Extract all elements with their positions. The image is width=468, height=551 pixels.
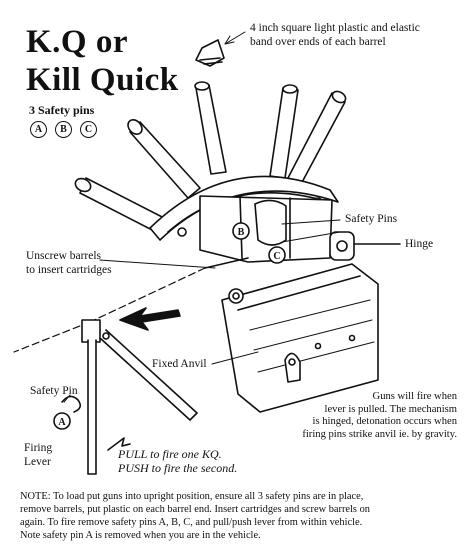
pin-a-marker — [53, 412, 71, 430]
pin-c-letter: C — [273, 251, 280, 262]
pin-c-marker — [268, 246, 286, 264]
guns-note-line-3: is hinged, detonation occurs when — [312, 416, 457, 428]
pin-b-marker — [232, 222, 250, 240]
barrel-2 — [127, 119, 201, 199]
safety-pins-list: A B C — [30, 121, 97, 138]
safety-pin-a-drawing — [61, 395, 82, 413]
pin-a-circle: A — [30, 121, 47, 138]
guns-note-line-4: firing pins strike anvil ie. by gravity. — [302, 428, 457, 440]
firing-lever — [81, 319, 198, 475]
connecting-rod — [13, 257, 249, 353]
note-line-3: again. To fire remove safety pins A, B, … — [20, 517, 363, 528]
barrel-1 — [74, 177, 169, 235]
anvil-box — [221, 263, 379, 413]
title-line-1: K.Q or — [26, 24, 128, 60]
barrel-4 — [269, 84, 299, 179]
note-line-1: NOTE: To load put guns into upright posi… — [20, 491, 364, 502]
firing-lever-label-line-1: Firing — [24, 442, 53, 454]
guns-note: Guns will fire when lever is pulled. The… — [287, 391, 457, 441]
loading-note: NOTE: To load put guns into upright posi… — [20, 490, 452, 542]
note-line-2: remove barrels, put plastic on each barr… — [20, 504, 370, 515]
hinge-label: Hinge — [405, 238, 434, 250]
unscrew-label-line-2: to insert cartridges — [26, 264, 112, 276]
pointer-lines — [63, 31, 401, 403]
plastic-note-line-2: band over ends of each barrel — [250, 36, 386, 48]
hinge — [329, 231, 401, 261]
title-line-2: Kill Quick — [26, 62, 179, 98]
plastic-cap — [195, 39, 225, 67]
push-instruction: PUSH to fire the second. — [118, 461, 238, 475]
pin-a-letter: A — [58, 417, 66, 428]
firing-lever-label-line-2: Lever — [24, 456, 51, 468]
barrel-5 — [287, 90, 347, 187]
fixed-anvil-label: Fixed Anvil — [152, 358, 207, 370]
barrel-3 — [194, 81, 227, 175]
safety-pin-label: Safety Pin — [30, 385, 78, 397]
guns-note-line-1: Guns will fire when — [372, 391, 457, 402]
push-arrow — [119, 307, 181, 331]
pull-arrow — [107, 437, 131, 451]
pin-c-circle: C — [80, 121, 97, 138]
plastic-note-line-1: 4 inch square light plastic and elastic — [250, 22, 420, 34]
safety-pins-heading: 3 Safety pins — [29, 103, 95, 117]
central-block — [199, 195, 333, 263]
guns-note-line-2: lever is pulled. The mechanism — [324, 403, 457, 415]
note-line-4: Note safety pin A is removed when you ar… — [20, 530, 261, 541]
safety-pins-label: Safety Pins — [345, 213, 398, 225]
pin-b-circle: B — [55, 121, 72, 138]
pull-instruction: PULL to fire one KQ. — [118, 447, 222, 461]
pin-b-letter: B — [238, 227, 245, 238]
pull-push-instructions: PULL to fire one KQ. PUSH to fire the se… — [118, 447, 237, 475]
unscrew-label-line-1: Unscrew barrels — [26, 250, 102, 262]
